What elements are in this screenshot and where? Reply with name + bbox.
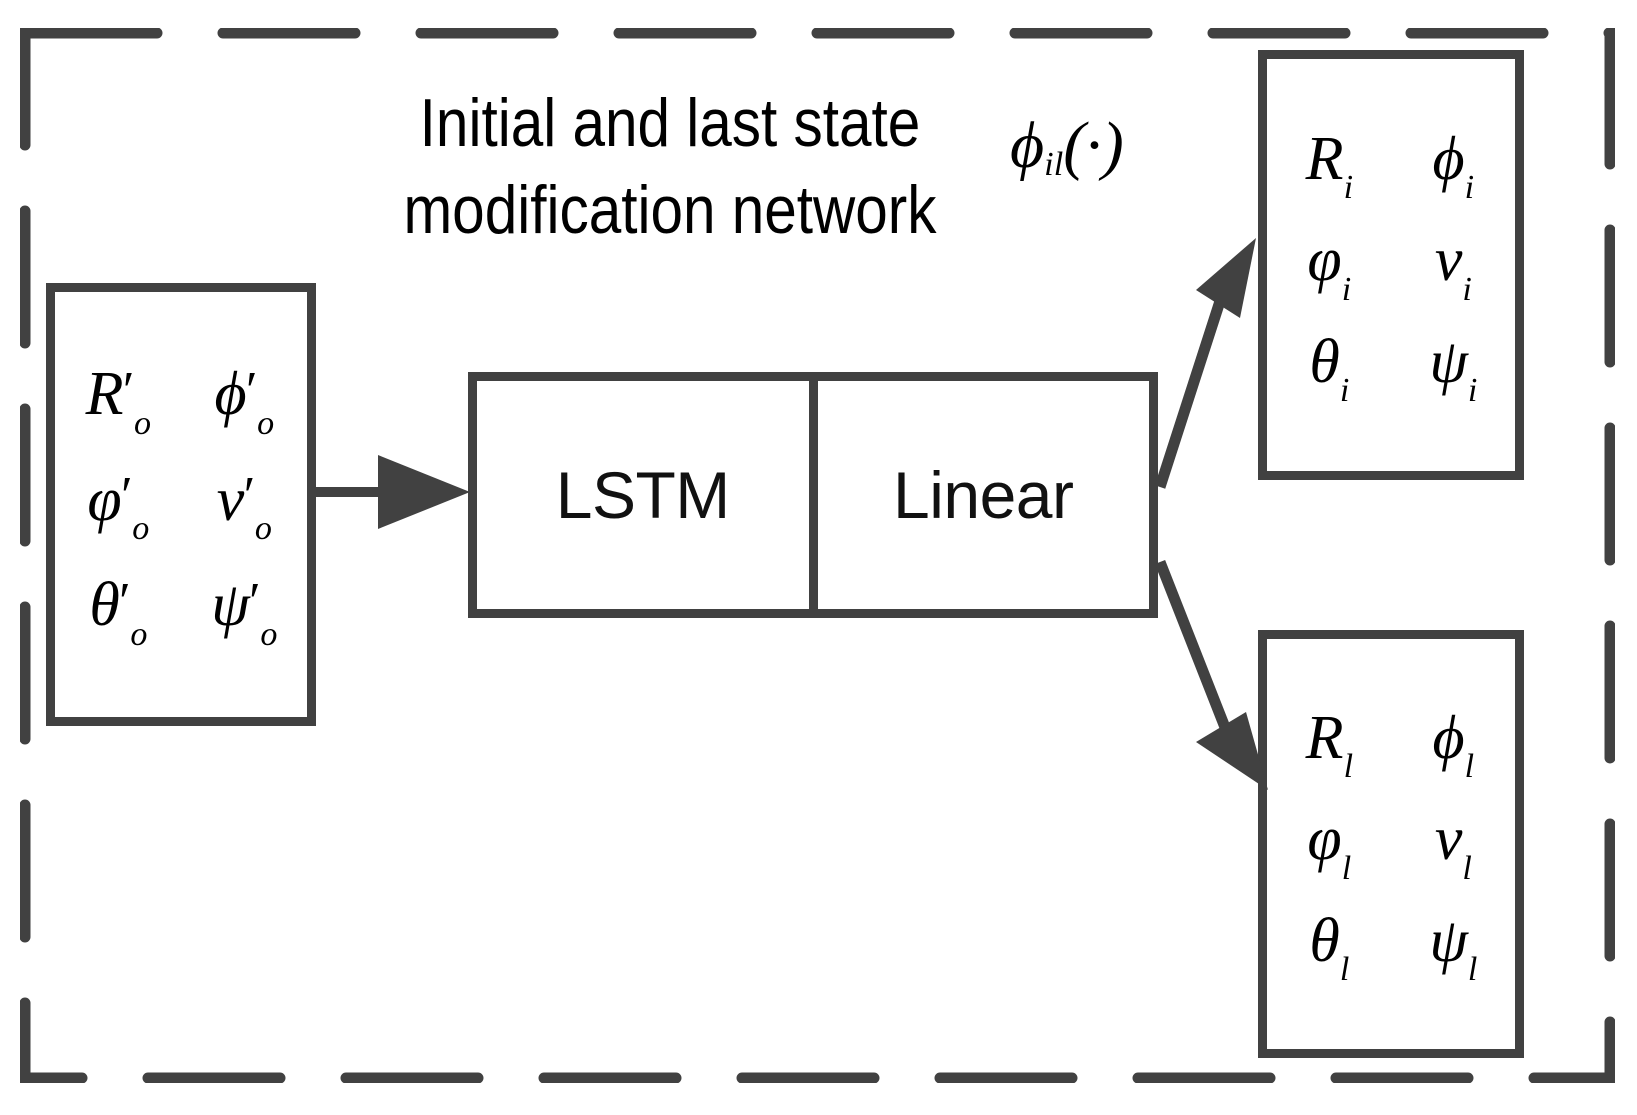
var-cell: θi <box>1309 327 1350 410</box>
dashed-frame <box>19 27 1616 1084</box>
last-state-box: Rl ϕl φl vl θl ψl <box>1258 630 1524 1058</box>
var-cell: Rl <box>1305 703 1354 786</box>
var-cell: ψi <box>1429 327 1478 410</box>
function-label-argument: (·) <box>1063 109 1124 182</box>
dashed-frame-rect <box>19 27 1616 1084</box>
var-row: Rl ϕl <box>1267 703 1515 786</box>
var-cell: ψ′o <box>211 571 278 653</box>
var-row: φl vl <box>1267 805 1515 887</box>
var-row: θ′o ψ′o <box>55 571 307 653</box>
dashed-frame-svg <box>19 27 1616 1084</box>
var-cell: ϕ′o <box>214 360 275 442</box>
var-cell: ψl <box>1429 906 1478 989</box>
var-row: θi ψi <box>1267 327 1515 410</box>
network-module-box: LSTM Linear <box>468 372 1158 618</box>
var-cell: φi <box>1307 226 1352 308</box>
module-divider <box>808 381 818 609</box>
var-cell: vl <box>1434 805 1472 887</box>
var-cell: vi <box>1434 226 1472 308</box>
initial-state-box: Ri ϕi φi vi θi ψi <box>1258 50 1524 480</box>
var-row: θl ψl <box>1267 906 1515 989</box>
var-cell: Ri <box>1305 124 1354 207</box>
var-cell: R′o <box>85 360 152 442</box>
diagram-title: Initial and last state modification netw… <box>352 80 988 254</box>
var-cell: φ′o <box>87 465 150 548</box>
var-cell: ϕl <box>1432 703 1475 786</box>
var-cell: φl <box>1307 805 1352 887</box>
title-line-1: Initial and last state <box>419 85 921 161</box>
var-row: φ′o v′o <box>55 465 307 548</box>
var-row: Ri ϕi <box>1267 124 1515 207</box>
linear-cell[interactable]: Linear <box>893 458 1074 532</box>
title-line-2: modification network <box>403 172 937 249</box>
var-row: φi vi <box>1267 226 1515 308</box>
lstm-cell[interactable]: LSTM <box>555 458 731 532</box>
function-label-symbol: ϕ <box>1010 109 1045 182</box>
var-cell: v′o <box>216 465 272 548</box>
var-cell: ϕi <box>1432 124 1475 207</box>
var-cell: θ′o <box>89 571 148 653</box>
input-state-box: R′o ϕ′o φ′o v′o θ′o ψ′o <box>46 283 316 726</box>
function-label-subscript: il <box>1044 144 1064 183</box>
var-row: R′o ϕ′o <box>55 360 307 442</box>
function-label: ϕil(·) <box>1010 108 1124 184</box>
var-cell: θl <box>1309 906 1350 989</box>
